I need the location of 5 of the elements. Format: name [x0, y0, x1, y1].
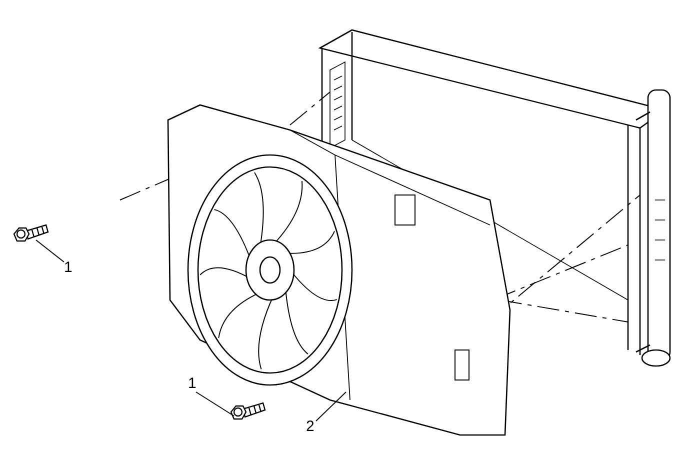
callout-number: 1 — [64, 260, 76, 276]
callout-number: 2 — [306, 419, 318, 435]
leader-line — [196, 392, 234, 416]
callout-number: 1 — [188, 376, 200, 392]
leader-line — [316, 392, 346, 422]
